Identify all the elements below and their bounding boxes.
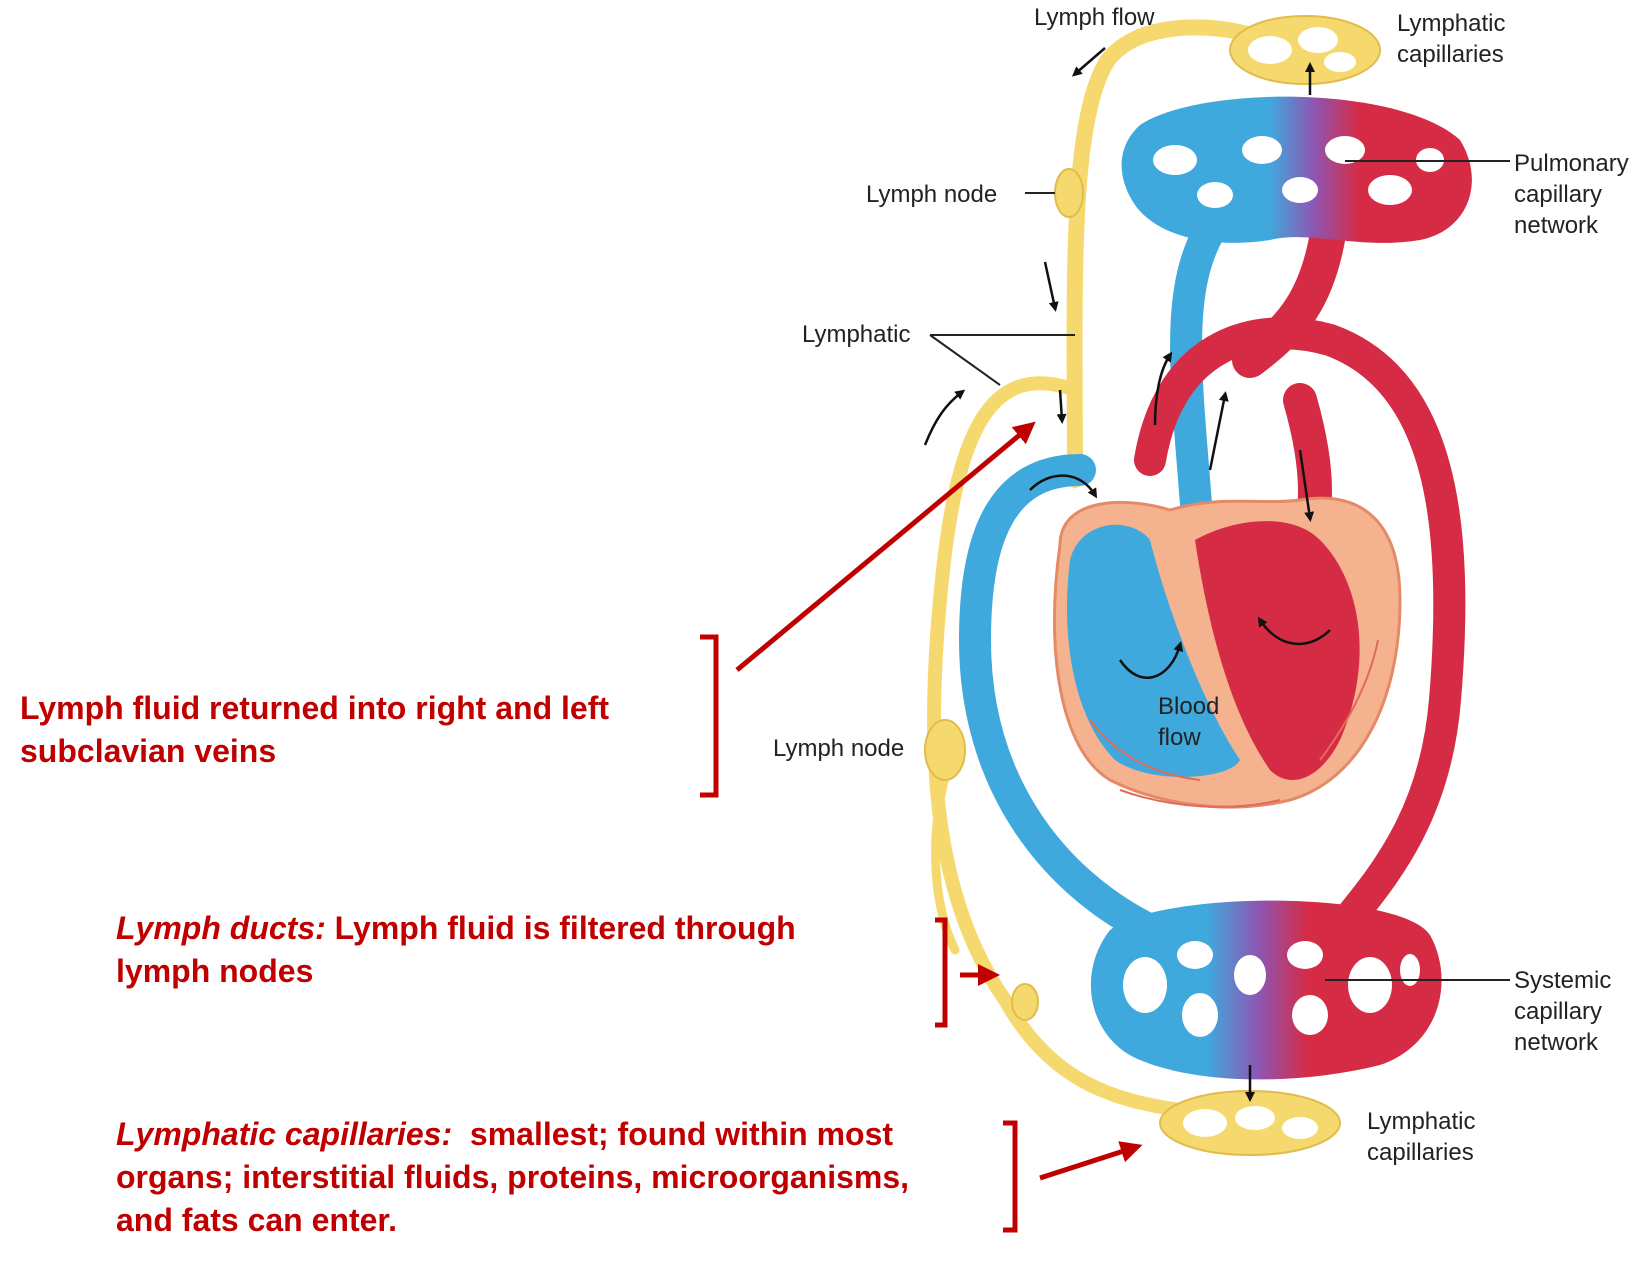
lymph-node-top	[1054, 168, 1084, 218]
diagram-labels: Lymph flow Lymphatic capillaries Pulmona…	[773, 4, 1635, 1166]
leader-lines	[929, 160, 1510, 981]
label-lymphatic-capillaries-bottom: Lymphatic capillaries	[1367, 1108, 1482, 1166]
flow-arrows	[923, 47, 1331, 1102]
heart	[1052, 496, 1402, 809]
annotation-graphics	[700, 421, 1143, 1233]
annotation-subclavian-line1: Lymph fluid returned into right and left	[20, 690, 609, 726]
label-lymphatic-capillaries-top: Lymphatic capillaries	[1397, 10, 1512, 68]
systemic-capillary-network	[1090, 900, 1442, 1080]
label-lymph-flow: Lymph flow	[1034, 4, 1155, 31]
lymph-node-small	[1011, 983, 1039, 1021]
annotation-lymph-ducts-line1: Lymph fluid is filtered through	[325, 910, 796, 946]
lymph-node-bottom	[924, 719, 966, 781]
label-systemic-capillary-network: Systemic capillary network	[1514, 967, 1618, 1056]
annotation-lymphatic-capillaries-line3: and fats can enter.	[116, 1202, 397, 1238]
annotation-lymphatic-capillaries-line2: organs; interstitial fluids, proteins, m…	[116, 1159, 910, 1195]
annotation-lymphatic-capillaries-term: Lymphatic capillaries:	[116, 1116, 453, 1152]
annotation-lymph-ducts-line2: lymph nodes	[116, 953, 314, 989]
annotation-lymphatic-capillaries-line1: smallest; found within most	[452, 1116, 894, 1152]
label-lymphatic: Lymphatic	[802, 321, 911, 348]
lymphatic-capillaries-top-bed	[1229, 15, 1381, 85]
label-lymph-node-bottom: Lymph node	[773, 735, 904, 762]
label-lymph-node-top: Lymph node	[866, 181, 997, 208]
pulmonary-capillary-network	[1121, 96, 1472, 243]
annotation-lymph-ducts: Lymph ducts: Lymph fluid is filtered thr…	[116, 907, 796, 993]
annotation-lymph-ducts-term: Lymph ducts:	[116, 910, 326, 946]
annotation-subclavian-line2: subclavian veins	[20, 733, 277, 769]
annotation-lymphatic-capillaries: Lymphatic capillaries: smallest; found w…	[116, 1113, 909, 1242]
label-blood-flow: Blood flow	[1158, 693, 1226, 751]
label-pulmonary-capillary-network: Pulmonary capillary network	[1514, 150, 1635, 239]
annotation-subclavian: Lymph fluid returned into right and left…	[20, 687, 609, 773]
lymphatic-capillaries-bottom-bed	[1159, 1090, 1341, 1156]
